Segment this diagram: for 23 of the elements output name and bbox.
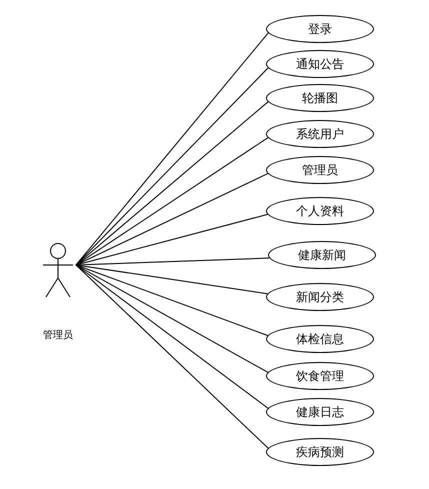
use-case-ellipse: 健康新闻 [268,241,376,269]
use-case-ellipse: 饮食管理 [266,362,374,390]
association-line [76,264,268,373]
use-case-ellipse: 系统用户 [266,120,374,148]
association-line [76,258,270,266]
use-case-ellipse: 健康日志 [266,398,374,426]
use-case-ellipse: 管理员 [266,156,374,184]
use-case-ellipse: 新闻分类 [266,283,374,311]
association-line [76,264,268,409]
use-case-ellipse: 疾病预测 [266,438,374,466]
actor-label: 管理员 [43,329,73,342]
association-line [76,264,268,336]
use-case-ellipse: 轮播图 [266,84,374,112]
use-case-ellipse: 体检信息 [266,325,374,353]
use-case-ellipse: 通知公告 [266,50,374,78]
association-line [76,264,268,294]
association-line [76,101,269,266]
association-line [76,214,268,266]
association-line [76,264,269,449]
use-case-ellipse: 个人资料 [266,197,374,225]
association-line [76,137,268,266]
association-line [76,173,268,266]
use-case-ellipse: 登录 [266,15,374,43]
